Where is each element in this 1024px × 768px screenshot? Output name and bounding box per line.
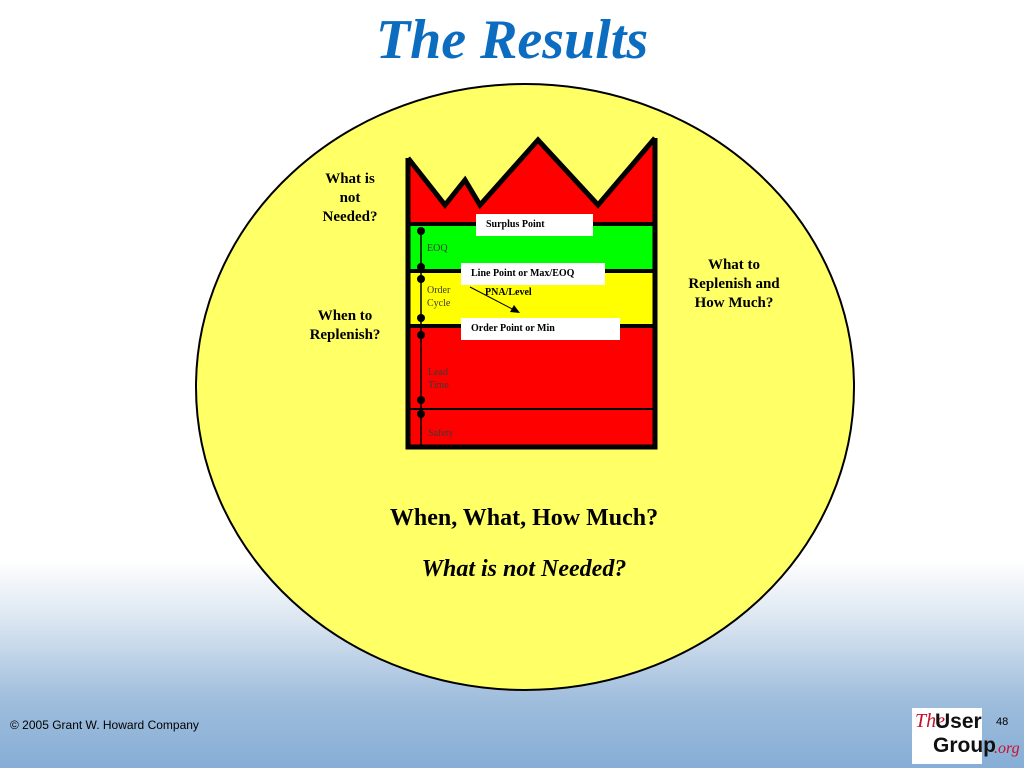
surplus-zigzag <box>406 136 657 210</box>
question-primary: When, What, How Much? <box>389 505 659 531</box>
logo-user-text: User <box>935 710 982 733</box>
bin-outline <box>405 138 658 450</box>
logo-group-text: Group <box>933 734 996 757</box>
question-secondary: What is not Needed? <box>421 556 627 582</box>
page-number: 48 <box>996 716 1009 728</box>
pna-level-label: PNA/Level <box>485 287 532 298</box>
pna-arrowhead <box>510 305 520 313</box>
order-cycle-label: Order Cycle <box>427 285 451 309</box>
what-not-needed-label: What is not Needed? <box>322 171 378 225</box>
safety-label: Safety <box>428 428 454 439</box>
eoq-label: EOQ <box>427 243 448 254</box>
user-group-logo: The User Group <box>912 708 996 764</box>
dimension-dot <box>417 314 425 322</box>
pna-arrow <box>469 286 519 313</box>
dimension-dot <box>417 227 425 235</box>
order-point-box: Order Point or Min <box>461 318 620 340</box>
dimension-dot <box>417 396 425 404</box>
lead-time-label: Lead Time <box>428 367 449 391</box>
slide-title: The Results <box>375 9 649 71</box>
lead-time-band <box>408 326 655 447</box>
dimension-dot <box>417 263 425 271</box>
surplus-point-box: Surplus Point <box>476 214 593 236</box>
copyright-footer: © 2005 Grant W. Howard Company <box>10 718 199 732</box>
dimension-dot <box>417 410 425 418</box>
line-point-box: Line Point or Max/EOQ <box>461 263 605 285</box>
dimension-dot <box>417 275 425 283</box>
dimension-dot <box>417 331 425 339</box>
logo-the-text: The <box>915 710 945 732</box>
logo-org-text: .org <box>994 740 1020 757</box>
what-replenish-label: What to Replenish and How Much? <box>688 257 780 311</box>
when-replenish-label: When to Replenish? <box>309 308 381 343</box>
